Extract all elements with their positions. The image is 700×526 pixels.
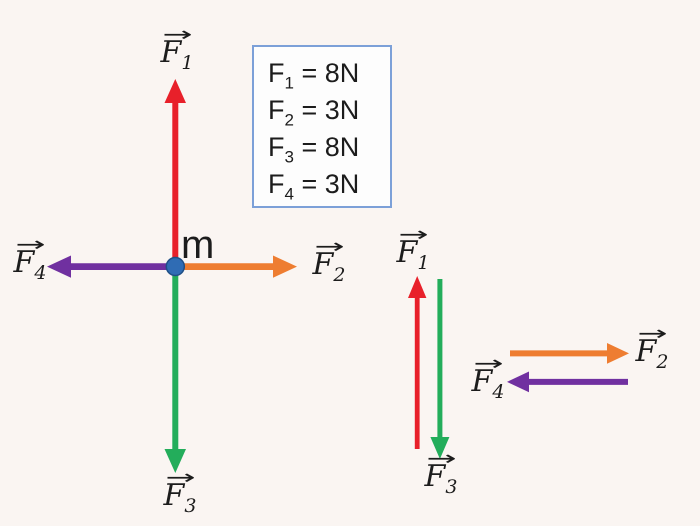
force-subscript: 4 bbox=[284, 184, 294, 204]
force-symbol: F bbox=[268, 169, 285, 199]
vector-overbar-icon: → bbox=[162, 22, 193, 46]
force-symbol: F bbox=[160, 35, 182, 70]
cmp-f2-label: →F2 bbox=[617, 323, 687, 372]
free-body-diagram bbox=[47, 79, 297, 473]
vector-overbar-icon: → bbox=[165, 465, 196, 489]
force-value: = 8N bbox=[293, 58, 360, 88]
mass-point-dot bbox=[165, 256, 186, 277]
vector-overbar-icon: → bbox=[473, 351, 504, 375]
fbd-f1-up-arrow bbox=[164, 79, 186, 266]
cmp-f4-left-arrow bbox=[507, 371, 628, 393]
force-value: = 3N bbox=[293, 95, 360, 125]
cmp-f3-down-arrow bbox=[430, 279, 450, 459]
fbd-f4-label: →F4 bbox=[0, 234, 65, 283]
force-value: = 8N bbox=[293, 132, 360, 162]
force-symbol: F bbox=[424, 459, 446, 494]
force-symbol: F bbox=[268, 95, 285, 125]
force-symbol: F bbox=[396, 235, 418, 270]
fbd-f1-label: →F1 bbox=[142, 24, 212, 73]
force-symbol: F bbox=[268, 132, 285, 162]
force-subscript: 2 bbox=[284, 110, 294, 130]
legend-row-f2: F2 = 3N bbox=[268, 92, 390, 129]
force-symbol: F bbox=[13, 245, 35, 280]
cmp-f2-right-arrow bbox=[510, 343, 629, 364]
force-subscript: 3 bbox=[284, 147, 294, 167]
fbd-f4-left-arrow bbox=[47, 255, 175, 278]
fbd-f3-down-arrow bbox=[164, 266, 186, 473]
vector-overbar-icon: → bbox=[398, 222, 429, 246]
force-symbol: F bbox=[471, 364, 493, 399]
fbd-f2-right-arrow bbox=[175, 255, 297, 278]
vector-overbar-icon: → bbox=[15, 232, 46, 256]
fbd-f2-label: →F2 bbox=[294, 236, 364, 285]
vector-overbar-icon: → bbox=[426, 446, 457, 470]
force-symbol: F bbox=[163, 478, 185, 513]
legend-row-f3: F3 = 8N bbox=[268, 129, 390, 166]
force-symbol: F bbox=[268, 58, 285, 88]
legend-row-f4: F4 = 3N bbox=[268, 166, 390, 203]
cmp-f4-label: →F4 bbox=[453, 353, 523, 402]
rearranged-vectors bbox=[408, 276, 629, 459]
cmp-f1-label: →F1 bbox=[378, 224, 448, 273]
legend-row-f1: F1 = 8N bbox=[268, 55, 390, 92]
force-subscript: 2 bbox=[333, 264, 346, 286]
cmp-f1-up-arrow bbox=[408, 276, 427, 449]
force-subscript: 3 bbox=[445, 476, 458, 498]
force-subscript: 1 bbox=[181, 52, 194, 74]
fbd-f3-label: →F3 bbox=[145, 467, 215, 516]
force-subscript: 3 bbox=[184, 495, 197, 517]
force-subscript: 2 bbox=[656, 351, 669, 373]
force-value: = 3N bbox=[293, 169, 360, 199]
vector-overbar-icon: → bbox=[637, 321, 668, 345]
force-values-legend: F1 = 8N F2 = 3N F3 = 8N F4 = 3N bbox=[252, 45, 392, 208]
mass-label: m bbox=[181, 223, 215, 267]
force-symbol: F bbox=[635, 334, 657, 369]
cmp-f3-label: →F3 bbox=[406, 448, 476, 497]
force-symbol: F bbox=[312, 247, 334, 282]
force-subscript: 4 bbox=[34, 262, 47, 284]
vector-overbar-icon: → bbox=[314, 234, 345, 258]
force-subscript: 1 bbox=[417, 252, 430, 274]
force-subscript: 4 bbox=[492, 381, 505, 403]
force-subscript: 1 bbox=[284, 73, 294, 93]
